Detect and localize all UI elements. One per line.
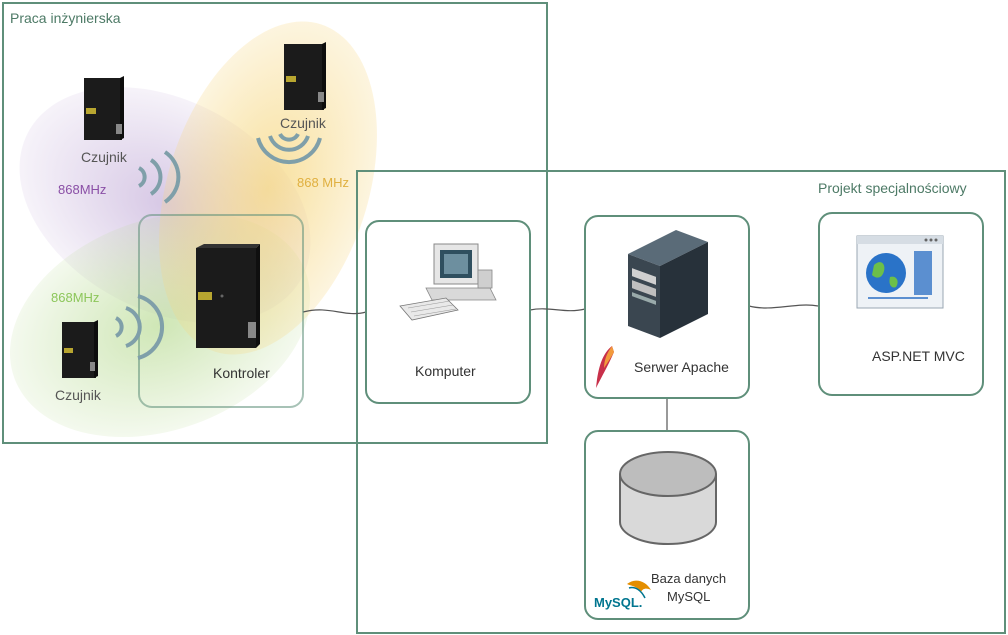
sensor-label: Czujnik: [55, 387, 101, 403]
sensor-label: Czujnik: [81, 149, 127, 165]
database-label-line1: Baza danych: [651, 571, 727, 586]
controller-label: Kontroler: [213, 365, 270, 381]
wireless-signal-icon: [114, 294, 165, 360]
specialization-title: Projekt specjalnościowy: [818, 180, 967, 196]
mysql-dolphin-icon: [627, 580, 651, 599]
wireless-signal-icon: [256, 132, 322, 165]
link-controller-computer: [302, 309, 367, 315]
engineering-frame: [2, 2, 548, 444]
sensor-device-icon: [84, 76, 124, 140]
sensor-device-icon: [62, 320, 98, 378]
sensor-label: Czujnik: [280, 115, 326, 131]
database-cylinder-icon: [619, 451, 717, 545]
wireless-signal-icon: [137, 150, 181, 204]
apache-feather-icon: [596, 346, 614, 388]
link-computer-server: [529, 308, 586, 312]
sensor-device-icon: [284, 42, 326, 110]
mysql-logo: MySQL.: [594, 595, 643, 610]
server-tower-icon: [628, 230, 708, 338]
database-label-line2: MySQL: [667, 589, 711, 604]
computer-label: Komputer: [415, 363, 476, 379]
controller-device-icon: [196, 244, 260, 348]
sensor-frequency: 868MHz: [58, 182, 107, 197]
server-label: Serwer Apache: [634, 359, 729, 375]
engineering-title: Praca inżynierska: [10, 10, 121, 26]
app-label: ASP.NET MVC: [872, 348, 965, 364]
controller-box[interactable]: [138, 214, 304, 408]
computer-icon: [399, 243, 497, 321]
web-browser-icon: [856, 235, 944, 309]
link-server-app: [748, 304, 819, 309]
specialization-frame: [356, 170, 1006, 634]
sensor-frequency: 868MHz: [51, 290, 100, 305]
sensor-frequency: 868 MHz: [297, 175, 350, 190]
